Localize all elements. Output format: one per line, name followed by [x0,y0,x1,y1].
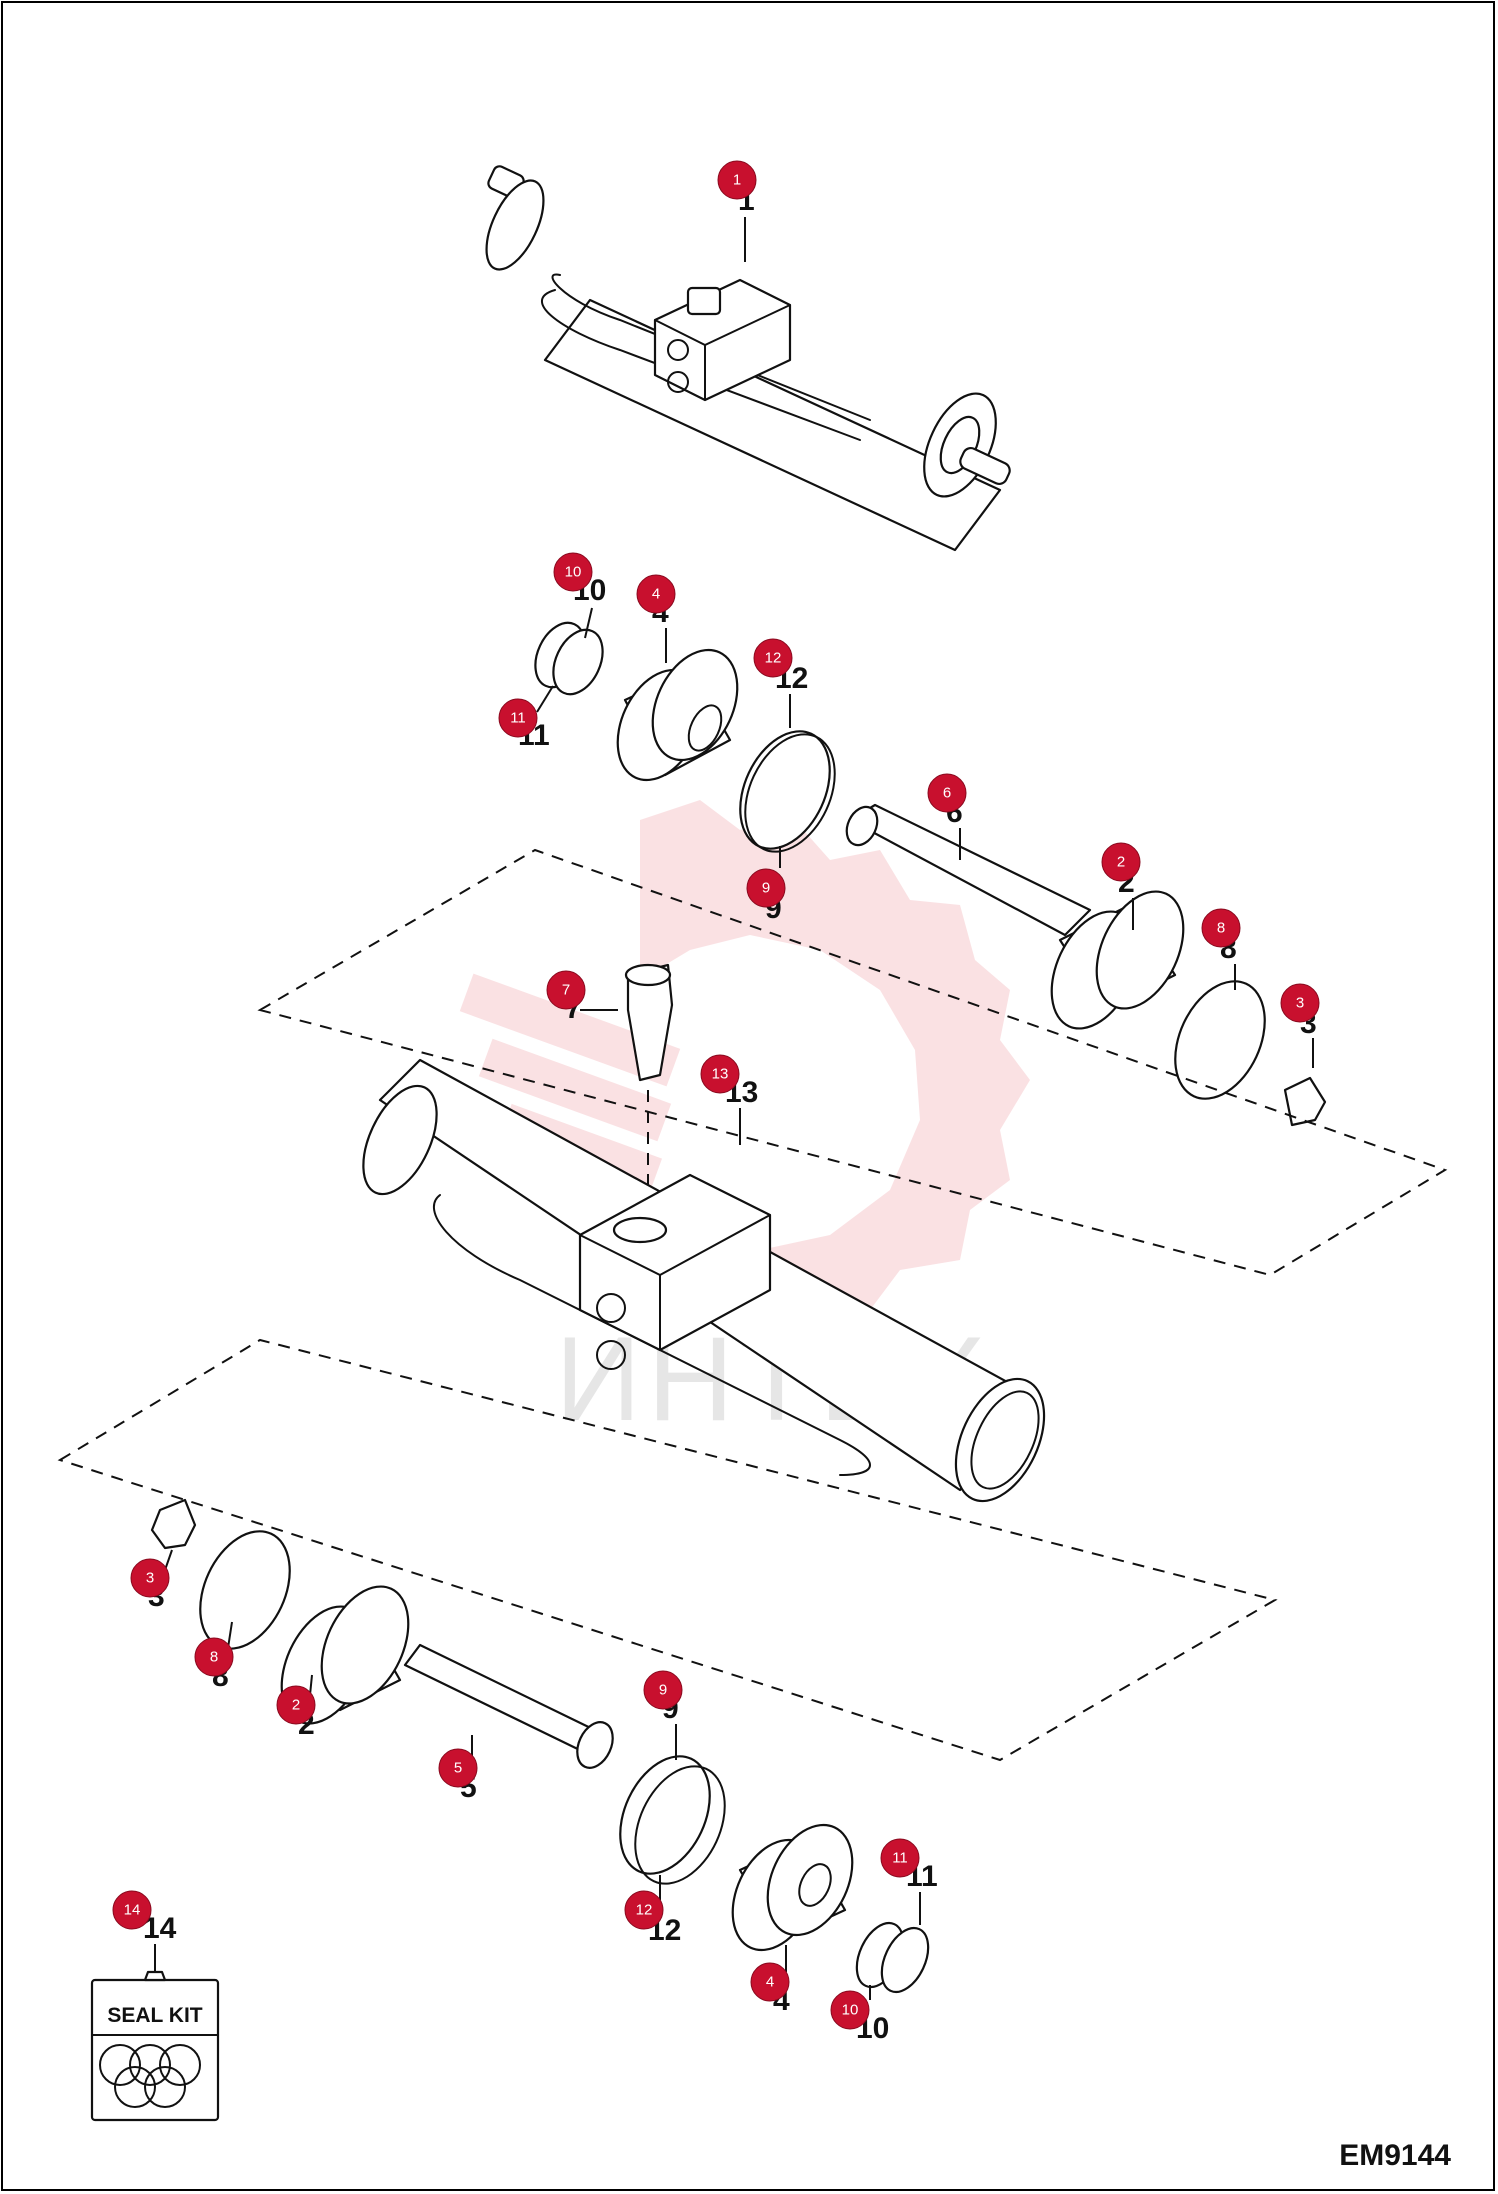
callout-badge: 12 [753,638,793,678]
callout-badge: 2 [276,1685,316,1725]
callout-badge-number: 12 [636,1902,653,1919]
callout-badge-circle [498,698,538,738]
callout-badge-number: 11 [510,710,526,727]
callout-leader-line [536,685,554,713]
callout-badge-circle [717,160,757,200]
lower-parts [150,1498,930,1994]
callout-badge-circle [927,773,967,813]
seal-kit-label: SEAL KIT [107,2004,202,2027]
callout-badge: 2 [1101,842,1141,882]
upper-parts [534,621,1327,1127]
callout-badge-circle [1280,983,1320,1023]
callout-badge-circle [438,1748,478,1788]
callout-badge-number: 4 [652,586,660,603]
callout-badge-number: 2 [1117,854,1125,871]
callout-badge: 1 [717,160,757,200]
callout-badge-number: 8 [210,1649,218,1666]
callout-badge: 4 [750,1962,790,2002]
callout-badge-number: 6 [943,785,951,802]
callout-badge-number: 9 [659,1682,667,1699]
seal-kit-icon: SEAL KIT [90,1970,220,2122]
callout-badge-number: 9 [762,880,770,897]
callout-badge-circle [750,1962,790,2002]
dashed-group-upper [257,848,1448,1277]
callout-leader-line [164,1549,173,1571]
callout-badge: 11 [498,698,538,738]
callout-badge-number: 13 [712,1066,729,1083]
callout-badge-circle [753,638,793,678]
callout-badge-number: 12 [765,650,782,667]
callout-badge: 12 [624,1890,664,1930]
callout-badge-circle [643,1670,683,1710]
callout-badge: 4 [636,574,676,614]
callout-badge-circle [746,868,786,908]
callout-badge-number: 8 [1217,920,1225,937]
callout-leader-line [227,1621,233,1649]
callout-badge-number: 3 [1296,995,1304,1012]
callout-badge-number: 11 [892,1850,908,1867]
callout-leader-line [584,607,593,639]
callout-badge: 6 [927,773,967,813]
callout-badge: 3 [130,1558,170,1598]
callout-badge-number: 3 [146,1570,154,1587]
callout-badge-number: 2 [292,1697,300,1714]
callout-badge: 9 [643,1670,683,1710]
callouts: 1110104412121111669922883377131333882299… [112,160,1320,2045]
callout-badge-circle [276,1685,316,1725]
callout-badge-circle [130,1558,170,1598]
callout-badge: 13 [700,1054,740,1094]
callout-badge: 10 [830,1990,870,2030]
callout-badge-number: 4 [766,1974,774,1991]
callout-badge-circle [194,1637,234,1677]
callout-badge-number: 14 [124,1902,141,1919]
callout-badge: 8 [194,1637,234,1677]
callout-badge: 10 [553,552,593,592]
callout-badge-number: 5 [454,1760,462,1777]
callout-badge: 8 [1201,908,1241,948]
callout-leader-line [309,1674,313,1696]
callout-badge: 5 [438,1748,478,1788]
cylinder-assembly [485,165,1011,552]
callout-badge: 9 [746,868,786,908]
callout-badge-circle [546,970,586,1010]
dashed-group-lower [57,1338,1278,1762]
callout-badge: 7 [546,970,586,1010]
callout-badge-circle [1101,842,1141,882]
callout-badge-number: 7 [562,982,570,999]
callout-badge-circle [636,574,676,614]
barrel-body [362,963,1046,1503]
callout-badge-number: 1 [733,172,741,189]
callout-badge-number: 10 [842,2002,859,2019]
callout-badge-circle [112,1890,152,1930]
diagram-code: EM9144 [1339,2139,1451,2172]
callout-badge: 14 [112,1890,152,1930]
callout-badge: 3 [1280,983,1320,1023]
callout-badge-circle [624,1890,664,1930]
callout-badge-circle [1201,908,1241,948]
callout-badge-circle [830,1990,870,2030]
callout-badge-circle [553,552,593,592]
callout-badge-circle [880,1838,920,1878]
callout-badge: 11 [880,1838,920,1878]
callout-badge-number: 10 [565,564,582,581]
callout-badge-circle [700,1054,740,1094]
